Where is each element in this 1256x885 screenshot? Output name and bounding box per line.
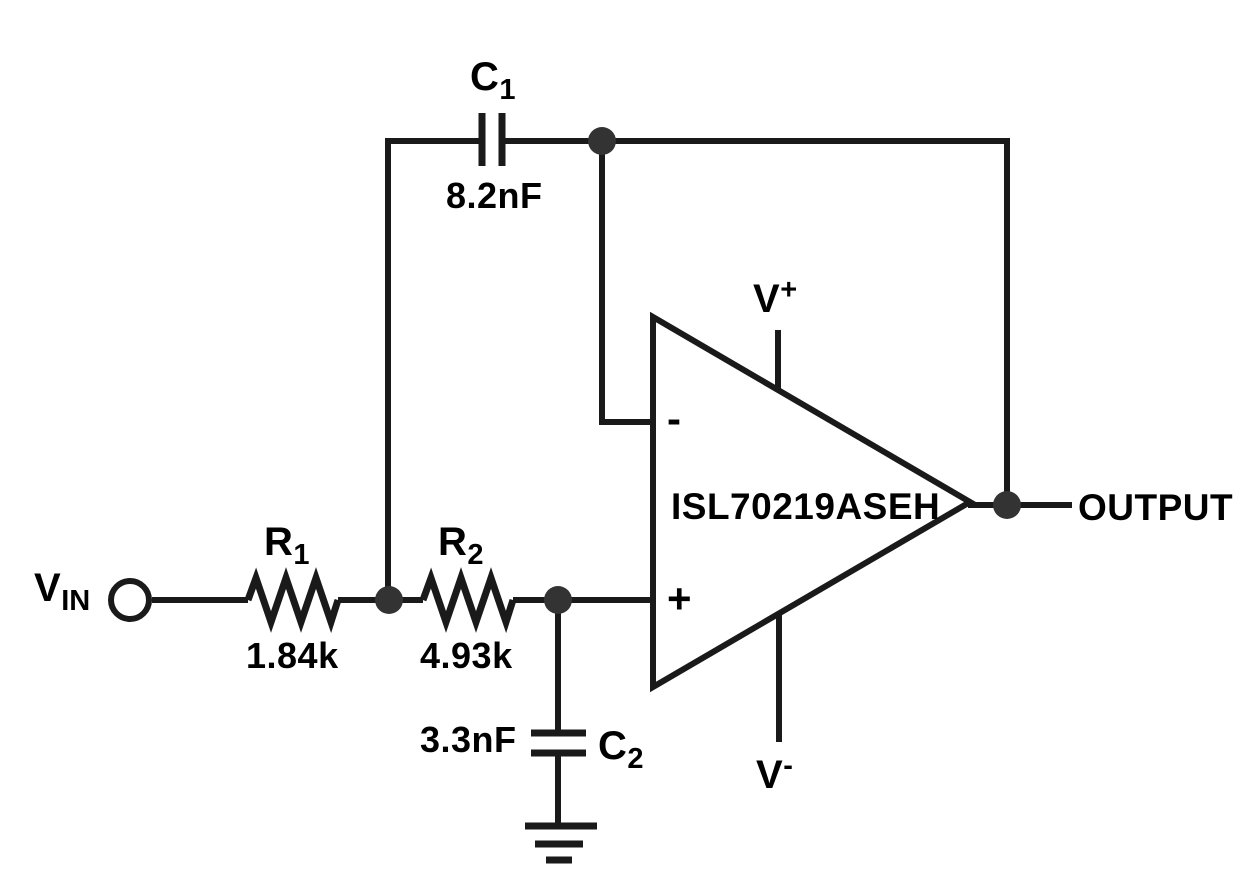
vminus-label: V- [756, 750, 793, 797]
vin-terminal [108, 578, 152, 622]
junction-dot-feedback [588, 127, 616, 155]
output-port-label: OUTPUT [1078, 487, 1234, 528]
c2-value-label: 3.3nF [420, 719, 517, 760]
vplus-label: V+ [753, 274, 798, 321]
vin-port-label: VIN [34, 566, 91, 617]
inverting-input-wire [599, 141, 653, 425]
r2-value-label: 4.93k [420, 635, 513, 676]
c1-ref-label: C1 [470, 55, 516, 106]
ground-symbol [525, 822, 597, 864]
c1-value-label: 8.2nF [446, 175, 543, 216]
feedback-top-wire [505, 138, 1010, 505]
junction-dot-output [993, 491, 1021, 519]
opamp-triangle [650, 311, 976, 693]
r2-resistor [419, 567, 517, 634]
r2-ref-label: R2 [438, 520, 484, 571]
junction-dot-c2 [544, 586, 572, 614]
junction-dot-r1-r2 [375, 586, 403, 614]
opamp-noninverting-pin-label: + [667, 575, 693, 622]
opamp-part-number-label: ISL70219ASEH [671, 486, 941, 527]
opamp-inverting-pin-label: - [667, 395, 682, 442]
r1-value-label: 1.84k [246, 635, 339, 676]
r1-resistor [244, 567, 342, 634]
c2-ref-label: C2 [598, 724, 644, 775]
r1-ref-label: R1 [264, 520, 310, 571]
